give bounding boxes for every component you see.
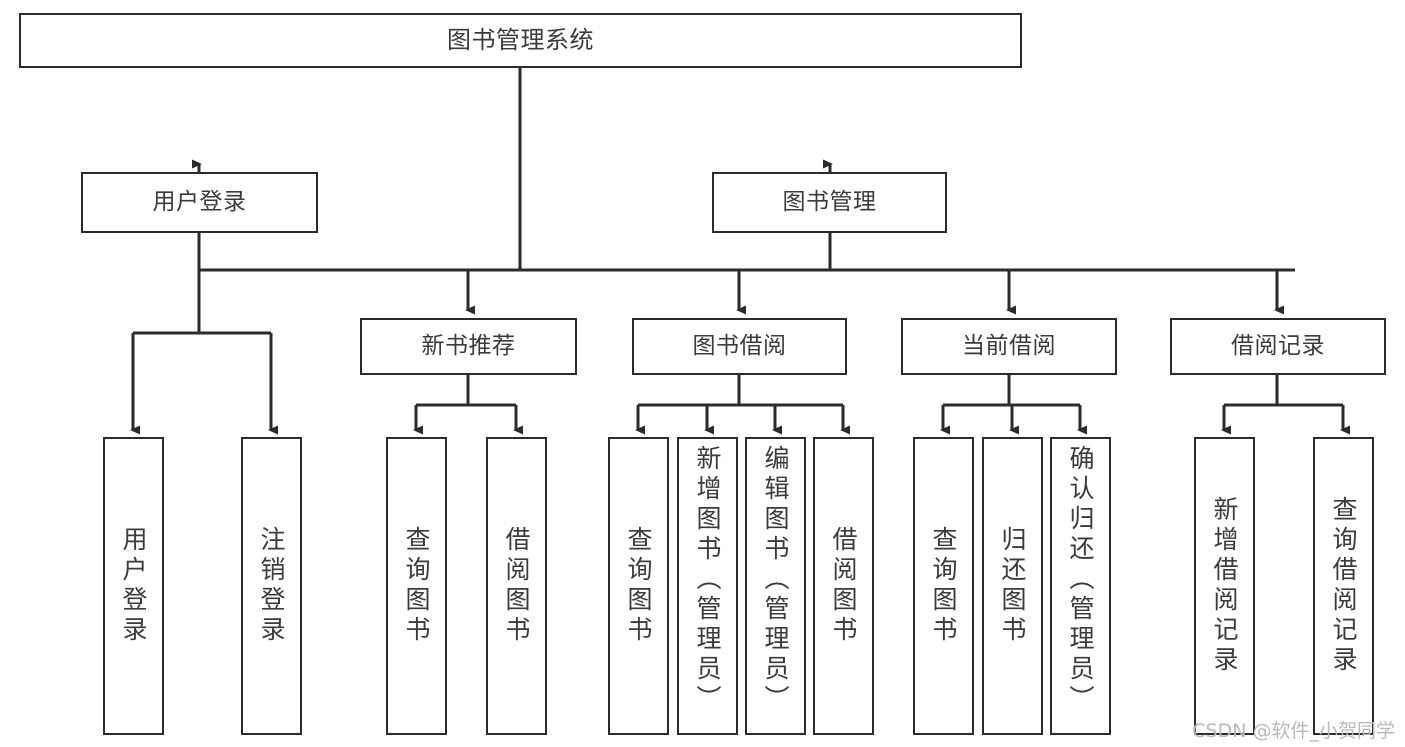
node-current-borrow[interactable]: 当前借阅 (901, 318, 1117, 375)
node-label: 查询图书 (929, 526, 958, 646)
node-label: 图书管理系统 (447, 25, 594, 54)
node-book-manage[interactable]: 图书管理 (712, 172, 947, 233)
node-leaf-user-login[interactable]: 用户登录 (103, 437, 164, 735)
node-leaf-add-record[interactable]: 新增借阅记录 (1194, 437, 1255, 735)
node-leaf-borrow-book-2[interactable]: 借阅图书 (813, 437, 874, 735)
node-leaf-query-book-2[interactable]: 查询图书 (608, 437, 669, 735)
node-leaf-borrow-book-1[interactable]: 借阅图书 (486, 437, 547, 735)
node-label: 图书管理 (782, 189, 877, 216)
node-leaf-return-book[interactable]: 归还图书 (982, 437, 1043, 735)
node-label: 新书推荐 (421, 333, 516, 360)
node-user-login[interactable]: 用户登录 (81, 172, 318, 233)
node-label: 用户登录 (152, 189, 247, 216)
node-label: 新增图书（管理员） (693, 445, 722, 715)
node-label: 确认归还（管理员） (1066, 445, 1095, 715)
node-label: 归还图书 (998, 526, 1027, 646)
node-leaf-edit-book[interactable]: 编辑图书（管理员） (745, 437, 806, 735)
node-book-borrow[interactable]: 图书借阅 (632, 318, 847, 375)
node-label: 借阅图书 (502, 526, 531, 646)
node-label: 用户登录 (119, 526, 148, 646)
node-borrow-record[interactable]: 借阅记录 (1170, 318, 1386, 375)
node-label: 查询图书 (624, 526, 653, 646)
node-label: 编辑图书（管理员） (761, 445, 790, 715)
node-label: 查询图书 (402, 526, 431, 646)
node-leaf-query-book-3[interactable]: 查询图书 (913, 437, 974, 735)
node-leaf-user-logout[interactable]: 注销登录 (241, 437, 302, 735)
node-leaf-query-book-1[interactable]: 查询图书 (386, 437, 447, 735)
node-new-book-recommend[interactable]: 新书推荐 (360, 318, 577, 375)
node-leaf-query-record[interactable]: 查询借阅记录 (1313, 437, 1374, 735)
node-label: 借阅记录 (1231, 333, 1325, 360)
watermark: CSDN @软件_小贺同学 (1192, 720, 1395, 742)
node-label: 新增借阅记录 (1210, 496, 1239, 676)
node-label: 图书借阅 (692, 333, 787, 360)
node-label: 借阅图书 (829, 526, 858, 646)
node-leaf-confirm-return[interactable]: 确认归还（管理员） (1050, 437, 1111, 735)
node-label: 注销登录 (257, 526, 286, 646)
node-label: 查询借阅记录 (1329, 496, 1358, 676)
node-label: 当前借阅 (962, 333, 1056, 360)
node-root-book-management-system[interactable]: 图书管理系统 (19, 13, 1022, 68)
node-leaf-add-book[interactable]: 新增图书（管理员） (677, 437, 738, 735)
